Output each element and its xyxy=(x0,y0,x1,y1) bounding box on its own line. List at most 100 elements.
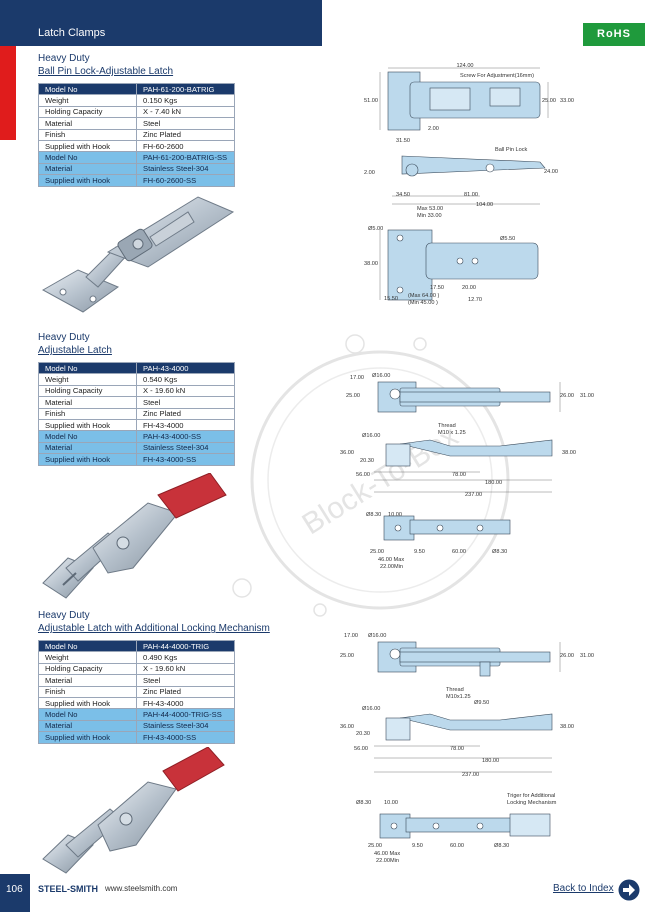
dim-label: 78.00 xyxy=(452,472,466,478)
spec-value: PAH-44-4000-TRIG xyxy=(136,639,235,653)
dim-label: Ø5.50 xyxy=(500,236,515,242)
dim-label: 17.00 xyxy=(344,633,358,639)
section-2-subtitle[interactable]: Adjustable Latch xyxy=(38,345,112,356)
section-3-title: Heavy Duty xyxy=(38,610,90,621)
dim-label: 31.00 xyxy=(580,393,594,399)
dim-label: 20.00 xyxy=(462,285,476,291)
dim-label: Ø8.30 xyxy=(356,800,371,806)
adjustable-latch-photo xyxy=(42,473,227,599)
dim-label: Ø5.00 xyxy=(368,226,383,232)
dim-label: Ø8.30 xyxy=(492,549,507,555)
dim-label: Locking Mechanism xyxy=(507,800,557,806)
spec-value: X - 19.60 kN xyxy=(136,662,235,676)
dim-label: 10.00 xyxy=(384,800,398,806)
dim-label: 9.50 xyxy=(412,843,423,849)
spec-key: Material xyxy=(38,719,137,733)
dim-label: 36.00 xyxy=(340,450,354,456)
dim-label: 33.00 xyxy=(560,98,574,104)
dim-label: Thread xyxy=(438,423,456,429)
dim-label: 25.00 xyxy=(346,393,360,399)
spec-key: Holding Capacity xyxy=(38,384,137,398)
spec-key: Supplied with Hook xyxy=(38,731,137,744)
dim-label: 25.00 xyxy=(340,653,354,659)
dim-label: Min 33.00 xyxy=(417,213,442,219)
page-title: Latch Clamps xyxy=(38,27,106,39)
dim-label: 180.00 xyxy=(482,758,499,764)
dim-label: 46.00 Max xyxy=(374,851,400,857)
dim-label: 38.00 xyxy=(364,261,378,267)
spec-key: Material xyxy=(38,117,137,130)
spec-value: Steel xyxy=(136,674,235,687)
spec-key: Supplied with Hook xyxy=(38,418,137,432)
dim-label: 81.00 xyxy=(464,192,478,198)
section-1-subtitle[interactable]: Ball Pin Lock-Adjustable Latch xyxy=(38,66,174,77)
dim-label: Thread xyxy=(446,687,464,693)
spec-key: Model No xyxy=(38,82,137,96)
spec-value: Stainless Steel-304 xyxy=(136,162,235,176)
spec-value: Zinc Plated xyxy=(136,128,235,141)
dim-label: 60.00 xyxy=(452,549,466,555)
dim-label: 31.00 xyxy=(580,653,594,659)
spec-value: PAH-61-200-BATRIG-SS xyxy=(136,151,235,164)
dim-label: 104.00 xyxy=(476,202,493,208)
website-link[interactable]: www.steelsmith.com xyxy=(105,884,178,893)
dim-label: 34.50 xyxy=(396,192,410,198)
dim-label: 56.00 xyxy=(354,746,368,752)
spec-value: X - 19.60 kN xyxy=(136,384,235,398)
spec-key: Supplied with Hook xyxy=(38,453,137,466)
spec-value: FH-43-4000 xyxy=(136,418,235,432)
spec-value: FH-43-4000-SS xyxy=(136,453,235,466)
section-1-heading: Heavy Duty Ball Pin Lock-Adjustable Latc… xyxy=(38,52,173,78)
dim-label: 46.00 Max xyxy=(378,557,404,563)
spec-value: 0.150 Kgs xyxy=(136,94,235,107)
locking-latch-photo xyxy=(42,747,225,874)
page-number-box: 106 xyxy=(0,874,30,912)
spec-value: FH-43-4000 xyxy=(136,696,235,710)
spec-value: FH-60-2600-SS xyxy=(136,174,235,187)
dim-label: 56.00 xyxy=(356,472,370,478)
spec-value: FH-60-2600 xyxy=(136,139,235,153)
spec-key: Finish xyxy=(38,685,137,698)
dim-label: 38.00 xyxy=(562,450,576,456)
spec-value: 0.540 Kgs xyxy=(136,373,235,386)
spec-value: PAH-43-4000-SS xyxy=(136,430,235,443)
arrow-right-icon[interactable] xyxy=(618,879,640,901)
rohs-badge: RoHS xyxy=(583,23,645,46)
spec-key: Weight xyxy=(38,94,137,107)
section-2-heading: Heavy Duty Adjustable Latch xyxy=(38,331,112,357)
dim-label: Ø16.00 xyxy=(362,433,380,439)
spec-value: Stainless Steel-304 xyxy=(136,719,235,733)
spec-value: PAH-61-200-BATRIG xyxy=(136,82,235,96)
dim-label: 17.00 xyxy=(350,375,364,381)
dim-label: 20.30 xyxy=(356,731,370,737)
back-to-index-link[interactable]: Back to Index xyxy=(553,883,614,894)
dim-label: Ø16.00 xyxy=(362,706,380,712)
dim-label: 237.00 xyxy=(462,772,479,778)
section-2-title: Heavy Duty xyxy=(38,332,90,343)
dim-label: 124.00 xyxy=(456,63,473,69)
spec-value: Steel xyxy=(136,396,235,409)
dim-label: 22.00Min xyxy=(380,564,403,570)
spec-key: Model No xyxy=(38,151,137,164)
spec-key: Supplied with Hook xyxy=(38,174,137,187)
ball-pin-latch-photo xyxy=(41,196,235,313)
dim-label: Ø16.00 xyxy=(372,373,390,379)
section-3-subtitle[interactable]: Adjustable Latch with Additional Locking… xyxy=(38,623,270,634)
spec-key: Material xyxy=(38,162,137,176)
spec-key: Holding Capacity xyxy=(38,662,137,676)
